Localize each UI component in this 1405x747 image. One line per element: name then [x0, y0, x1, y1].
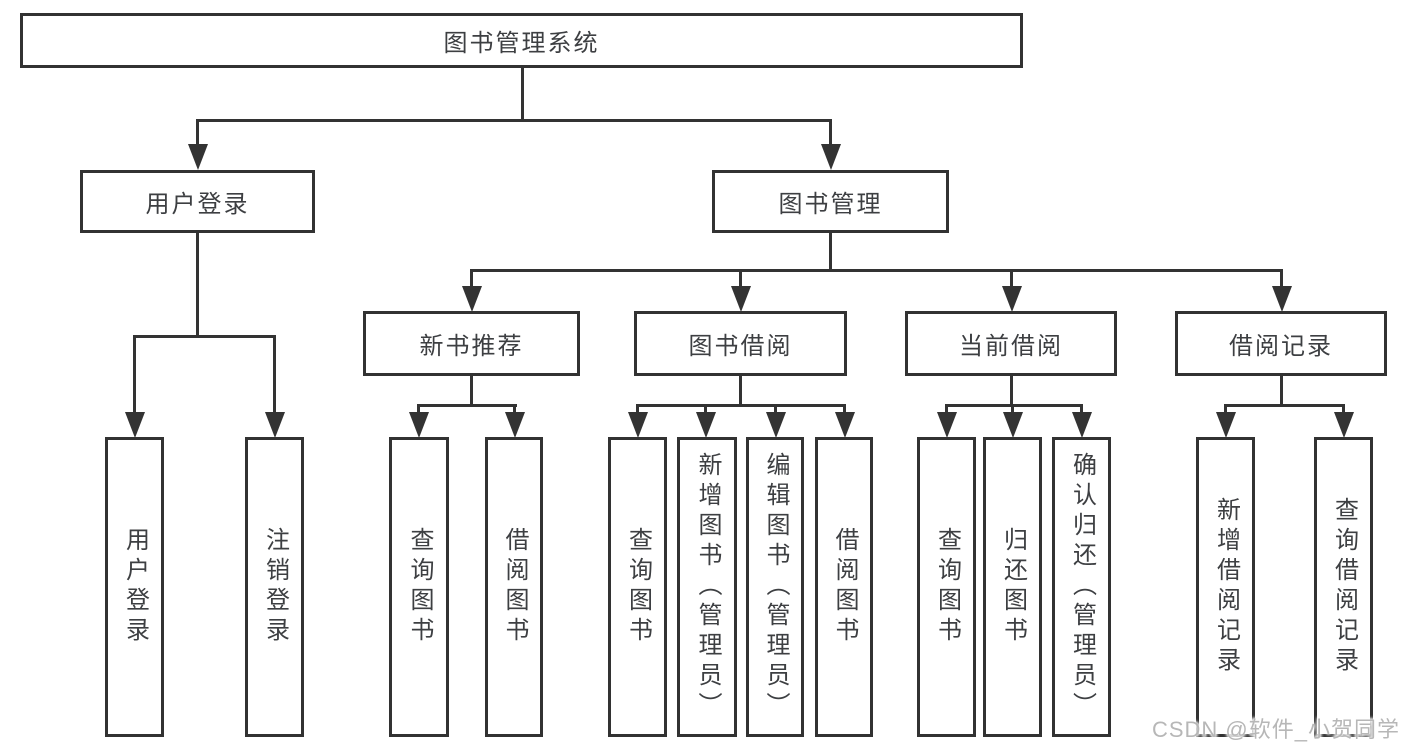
leaf-user-login: 用户登录: [105, 437, 164, 737]
node-library-system: 图书管理系统: [20, 13, 1023, 68]
connector-current-vline: [1010, 374, 1013, 406]
arrow-to-borrow-add: [704, 404, 707, 412]
node-new-book-recommend: 新书推荐: [363, 311, 580, 376]
leaf-borrow-edit-books-admin-label: 编辑图书（管理员）: [762, 452, 789, 722]
node-borrow-records: 借阅记录: [1175, 311, 1387, 376]
arrow-to-borrow-records: [1280, 269, 1283, 286]
arrow-to-records-add: [1224, 404, 1227, 412]
node-book-borrow-label: 图书借阅: [688, 333, 793, 360]
watermark-text: CSDN @软件_小贺同学: [1151, 717, 1400, 742]
connector-borrow-hline: [636, 404, 846, 407]
connector-recommend-hline: [417, 404, 517, 407]
arrow-to-borrow-edit: [774, 404, 777, 412]
connector-recommend-vline: [470, 374, 473, 406]
connector-user-hline: [133, 335, 276, 338]
node-user-login: 用户登录: [80, 170, 315, 233]
arrow-to-leaf-user-login: [133, 335, 136, 412]
leaf-records-add-record: 新增借阅记录: [1196, 437, 1255, 737]
arrow-to-user-login: [196, 119, 199, 144]
connector-records-hline: [1224, 404, 1345, 407]
connector-records-vline: [1280, 374, 1283, 406]
arrow-to-book-management: [829, 119, 832, 144]
leaf-recommend-query-books: 查询图书: [389, 437, 449, 737]
leaf-recommend-query-books-label: 查询图书: [406, 527, 433, 647]
connector-root-hline: [196, 119, 832, 122]
connector-borrow-vline: [739, 374, 742, 406]
leaf-current-confirm-return-admin-label: 确认归还（管理员）: [1068, 452, 1096, 722]
leaf-borrow-edit-books-admin: 编辑图书（管理员）: [746, 437, 804, 737]
leaf-records-add-record-label: 新增借阅记录: [1212, 497, 1240, 677]
node-new-book-recommend-label: 新书推荐: [419, 333, 524, 360]
node-library-system-label: 图书管理系统: [443, 30, 600, 57]
leaf-borrow-add-books-admin-label: 新增图书（管理员）: [694, 452, 721, 722]
node-current-borrow-label: 当前借阅: [959, 333, 1063, 360]
leaf-recommend-borrow-books-label: 借阅图书: [501, 527, 528, 647]
node-current-borrow: 当前借阅: [905, 311, 1117, 376]
arrow-to-current-query: [945, 404, 948, 412]
arrow-to-borrow-query: [636, 404, 639, 412]
leaf-current-confirm-return-admin: 确认归还（管理员）: [1052, 437, 1111, 737]
arrow-to-current-borrow: [1010, 269, 1013, 286]
arrow-to-current-confirm: [1080, 404, 1083, 412]
connector-root-vline: [521, 66, 524, 122]
leaf-logout-label: 注销登录: [261, 527, 289, 647]
node-book-management-label: 图书管理: [778, 191, 883, 218]
leaf-current-return-books: 归还图书: [983, 437, 1042, 737]
leaf-current-return-books-label: 归还图书: [999, 527, 1027, 647]
leaf-borrow-query-books-label: 查询图书: [624, 527, 652, 647]
leaf-records-query-record: 查询借阅记录: [1314, 437, 1373, 737]
leaf-logout: 注销登录: [245, 437, 304, 737]
leaf-borrow-borrow-books: 借阅图书: [815, 437, 873, 737]
leaf-records-query-record-label: 查询借阅记录: [1330, 497, 1358, 677]
leaf-borrow-add-books-admin: 新增图书（管理员）: [677, 437, 737, 737]
arrow-to-recommend-query: [417, 404, 420, 412]
leaf-user-login-label: 用户登录: [121, 527, 149, 647]
leaf-borrow-query-books: 查询图书: [608, 437, 667, 737]
node-borrow-records-label: 借阅记录: [1229, 333, 1333, 360]
node-book-management: 图书管理: [712, 170, 949, 233]
leaf-current-query-books: 查询图书: [917, 437, 976, 737]
arrow-to-new-book-recommend: [470, 269, 473, 286]
leaf-recommend-borrow-books: 借阅图书: [485, 437, 543, 737]
arrow-to-recommend-borrow: [513, 404, 516, 412]
arrow-to-book-borrow: [739, 269, 742, 286]
connector-mgmt-vline: [829, 231, 832, 272]
leaf-borrow-borrow-books-label: 借阅图书: [831, 527, 858, 647]
node-user-login-label: 用户登录: [145, 191, 250, 218]
connector-user-vline: [196, 231, 199, 338]
leaf-current-query-books-label: 查询图书: [933, 527, 961, 647]
connector-current-hline: [945, 404, 1083, 407]
arrow-to-borrow-borrow: [843, 404, 846, 412]
arrow-to-leaf-logout: [273, 335, 276, 412]
node-book-borrow: 图书借阅: [634, 311, 847, 376]
arrow-to-records-query: [1342, 404, 1345, 412]
arrow-to-current-return: [1011, 404, 1014, 412]
connector-mgmt-hline: [470, 269, 1283, 272]
